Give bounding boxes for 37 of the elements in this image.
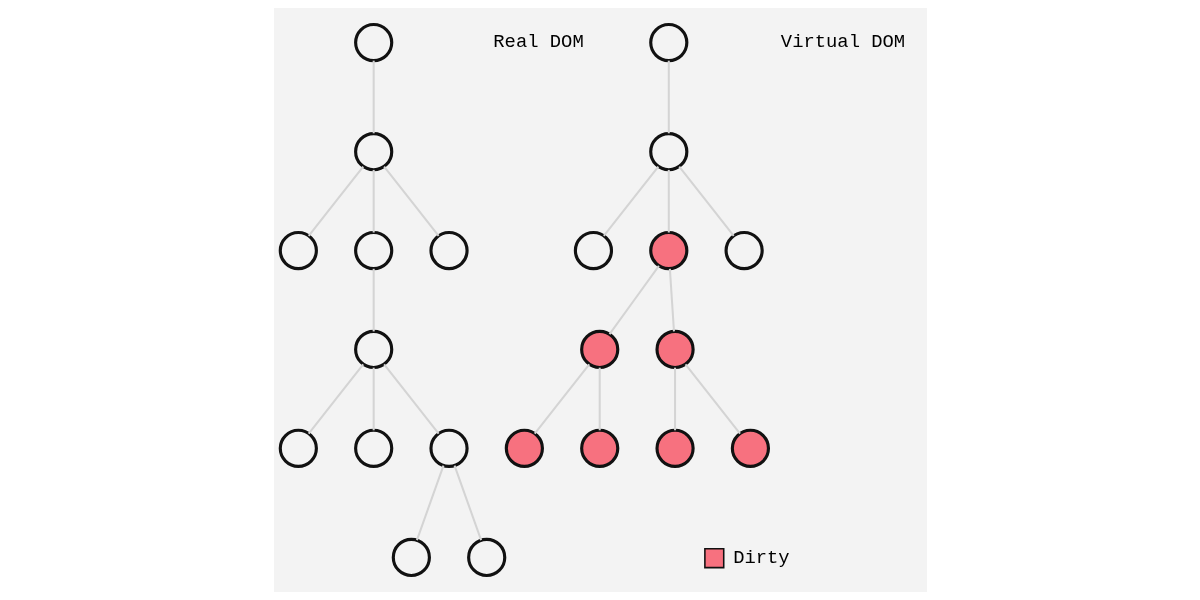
- node-circle: [579, 428, 619, 468]
- label: Real DOM: [492, 31, 584, 54]
- connector: [677, 165, 735, 237]
- node-circle: [573, 230, 613, 271]
- legend-label: Dirty: [732, 547, 790, 570]
- connector: [415, 465, 444, 541]
- node-circle: [353, 428, 393, 468]
- node-circle: [353, 230, 393, 271]
- connector: [602, 165, 659, 237]
- node-circle: [504, 428, 544, 468]
- node-circle: [278, 230, 318, 271]
- node-circle: [428, 230, 469, 271]
- node-circle: [730, 428, 770, 468]
- connector: [382, 165, 439, 237]
- connector: [453, 465, 482, 541]
- connector: [382, 363, 439, 435]
- node-circle: [654, 428, 695, 468]
- connector: [668, 268, 675, 332]
- node-circle: [724, 230, 764, 271]
- node-circle: [353, 329, 393, 370]
- node-circle: [353, 22, 393, 63]
- node-circle: [648, 132, 688, 172]
- node-circle: [648, 230, 688, 271]
- node-circle: [654, 329, 695, 370]
- node-circle: [353, 132, 393, 172]
- node-circle: [579, 329, 619, 370]
- node-circle: [648, 22, 688, 63]
- connector: [307, 165, 364, 237]
- node-circle: [391, 537, 431, 578]
- node-circle: [428, 428, 469, 468]
- connector: [533, 363, 590, 435]
- connector: [684, 363, 741, 435]
- node-circle: [466, 537, 506, 578]
- connector: [307, 363, 364, 435]
- node-circle: [278, 428, 318, 468]
- label: Virtual DOM: [780, 31, 905, 54]
- connector: [608, 265, 660, 335]
